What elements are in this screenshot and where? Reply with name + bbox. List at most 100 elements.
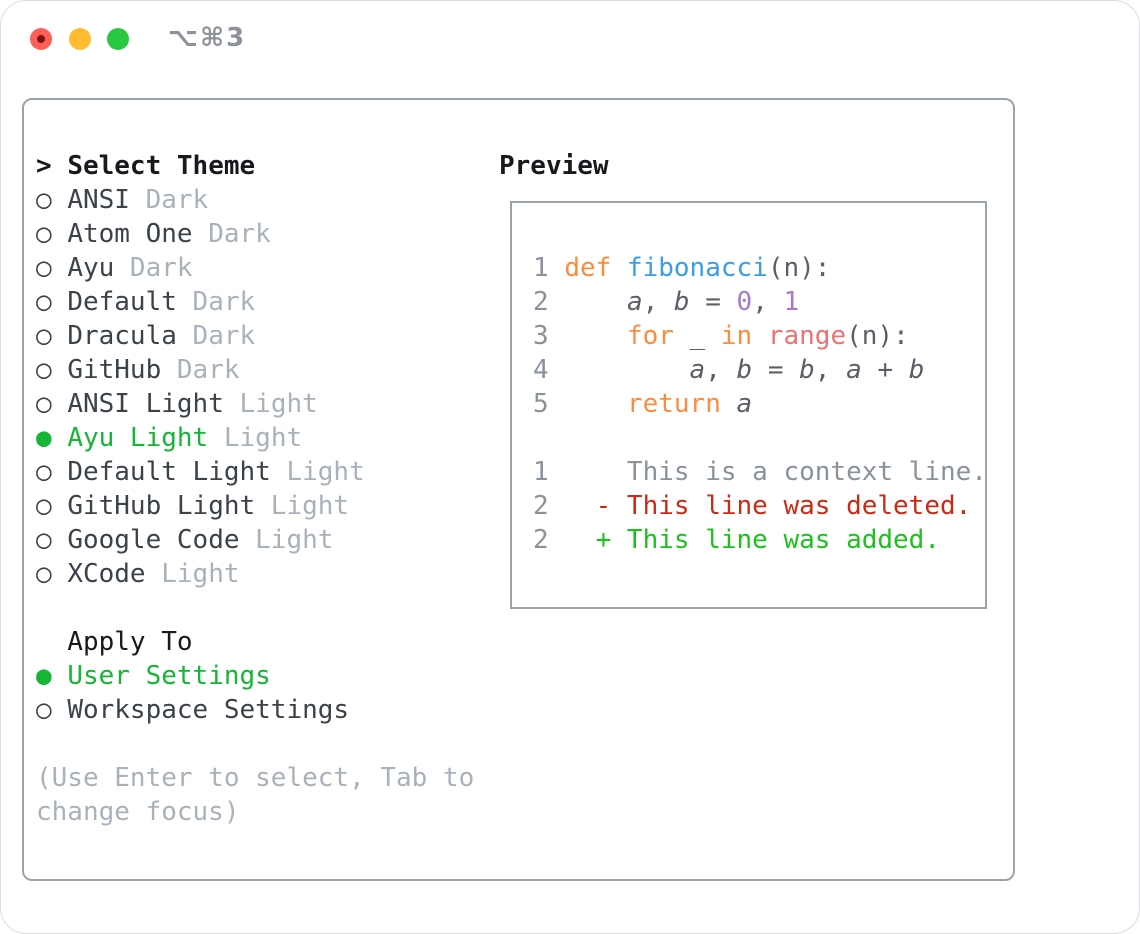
- code-token: (n):: [846, 321, 909, 351]
- code-token: def: [564, 253, 612, 283]
- prompt-icon: >: [36, 151, 68, 181]
- preview-box: [510, 201, 987, 609]
- code-token: fibonacci: [626, 253, 768, 283]
- code-token: 4: [533, 355, 565, 385]
- radio-icon: ●: [36, 423, 68, 453]
- code-token: b: [673, 287, 690, 317]
- theme-list: > Select Theme○ ANSI Dark○ Atom One Dark…: [36, 149, 474, 829]
- code-token: b: [736, 355, 753, 385]
- minimize-button-icon[interactable]: [69, 28, 91, 50]
- hint-text: (Use Enter to select, Tab to: [36, 761, 474, 795]
- theme-variant: Light: [270, 457, 365, 487]
- hint-line: (Use Enter to select, Tab to: [36, 763, 475, 793]
- hint-text: change focus): [36, 795, 474, 829]
- theme-variant: Light: [239, 525, 334, 555]
- diff-line: 2 - This line was deleted.: [533, 489, 987, 523]
- apply-option[interactable]: ● User Settings: [36, 659, 474, 693]
- theme-list-item[interactable]: ○ ANSI Light Light: [36, 387, 474, 421]
- theme-list-item[interactable]: ○ ANSI Dark: [36, 183, 474, 217]
- theme-list-item[interactable]: ○ GitHub Dark: [36, 353, 474, 387]
- theme-variant: Light: [223, 389, 318, 419]
- code-token: 5: [533, 389, 565, 419]
- radio-icon: ○: [36, 695, 68, 725]
- code-token: range: [767, 321, 847, 351]
- apply-to-label: Apply To: [36, 627, 193, 657]
- theme-variant: Dark: [192, 219, 271, 249]
- theme-list-item[interactable]: ○ Default Light Light: [36, 455, 474, 489]
- code-line: 1 def fibonacci(n):: [533, 251, 987, 285]
- radio-icon: ○: [36, 355, 68, 385]
- hint-line: change focus): [36, 797, 240, 827]
- code-token: [752, 321, 768, 351]
- code-token: [564, 287, 627, 317]
- code-token: b: [908, 355, 925, 385]
- diff-token: This is a context line.: [564, 457, 987, 487]
- radio-icon: ○: [36, 185, 68, 215]
- code-token: 1: [783, 287, 800, 317]
- code-token: 0: [736, 287, 753, 317]
- theme-name: Google Code: [67, 525, 240, 555]
- theme-list-item[interactable]: ○ Google Code Light: [36, 523, 474, 557]
- theme-variant: Dark: [114, 253, 193, 283]
- theme-list-item[interactable]: ○ GitHub Light Light: [36, 489, 474, 523]
- code-token: _: [673, 321, 721, 351]
- diff-token: 2: [533, 491, 565, 521]
- code-line: 3 for _ in range(n):: [533, 319, 987, 353]
- radio-icon: ○: [36, 457, 68, 487]
- code-token: [611, 253, 627, 283]
- theme-variant: Light: [145, 559, 240, 589]
- code-token: ,: [814, 355, 847, 385]
- code-token: (n):: [767, 253, 831, 283]
- diff-token: 1: [533, 457, 565, 487]
- radio-icon: ○: [36, 389, 68, 419]
- theme-name: Ayu Light: [67, 423, 209, 453]
- diff-token: 2: [533, 525, 565, 555]
- select-theme-label: Select Theme: [67, 151, 256, 181]
- diff-token: - This line was deleted.: [564, 491, 972, 521]
- theme-variant: Dark: [176, 287, 256, 317]
- code-token: b: [799, 355, 815, 385]
- code-token: =: [689, 287, 737, 317]
- theme-list-item[interactable]: ● Ayu Light Light: [36, 421, 474, 455]
- diff-line: 1 This is a context line.: [533, 455, 987, 489]
- code-token: a: [689, 355, 706, 385]
- theme-list-item[interactable]: ○ XCode Light: [36, 557, 474, 591]
- zoom-button-icon[interactable]: [107, 28, 129, 50]
- code-token: in: [720, 321, 753, 351]
- spacer-row: [533, 421, 987, 455]
- theme-name: ANSI Light: [67, 389, 224, 419]
- radio-icon: ○: [36, 287, 68, 317]
- radio-icon: ○: [36, 559, 68, 589]
- theme-list-item[interactable]: ○ Default Dark: [36, 285, 474, 319]
- theme-name: Default Light: [67, 457, 271, 487]
- theme-name: Dracula: [67, 321, 177, 351]
- window-title: ⌥⌘3: [168, 23, 247, 53]
- theme-name: Atom One: [67, 219, 193, 249]
- theme-list-item[interactable]: ○ Atom One Dark: [36, 217, 474, 251]
- code-token: return: [626, 389, 721, 419]
- apply-option[interactable]: ○ Workspace Settings: [36, 693, 474, 727]
- diff-line: 2 + This line was added.: [533, 523, 987, 557]
- theme-list-item[interactable]: ○ Dracula Dark: [36, 319, 474, 353]
- theme-name: GitHub Light: [67, 491, 256, 521]
- code-token: [564, 355, 689, 385]
- apply-option-label: User Settings: [67, 661, 271, 691]
- theme-variant: Light: [208, 423, 303, 453]
- code-token: a: [626, 287, 643, 317]
- radio-icon: ○: [36, 253, 68, 283]
- code-token: 1: [533, 253, 565, 283]
- theme-name: GitHub: [67, 355, 162, 385]
- theme-variant: Dark: [176, 321, 256, 351]
- code-line: 5 return a: [533, 387, 987, 421]
- select-theme-header: > Select Theme: [36, 149, 474, 183]
- preview-title: Preview: [499, 151, 609, 181]
- code-token: [564, 321, 627, 351]
- theme-variant: Dark: [129, 185, 209, 215]
- spacer-row: [36, 727, 474, 761]
- theme-list-item[interactable]: ○ Ayu Dark: [36, 251, 474, 285]
- theme-name: ANSI: [67, 185, 130, 215]
- close-button-icon[interactable]: [30, 28, 52, 50]
- code-token: ,: [705, 355, 737, 385]
- code-token: for: [626, 321, 674, 351]
